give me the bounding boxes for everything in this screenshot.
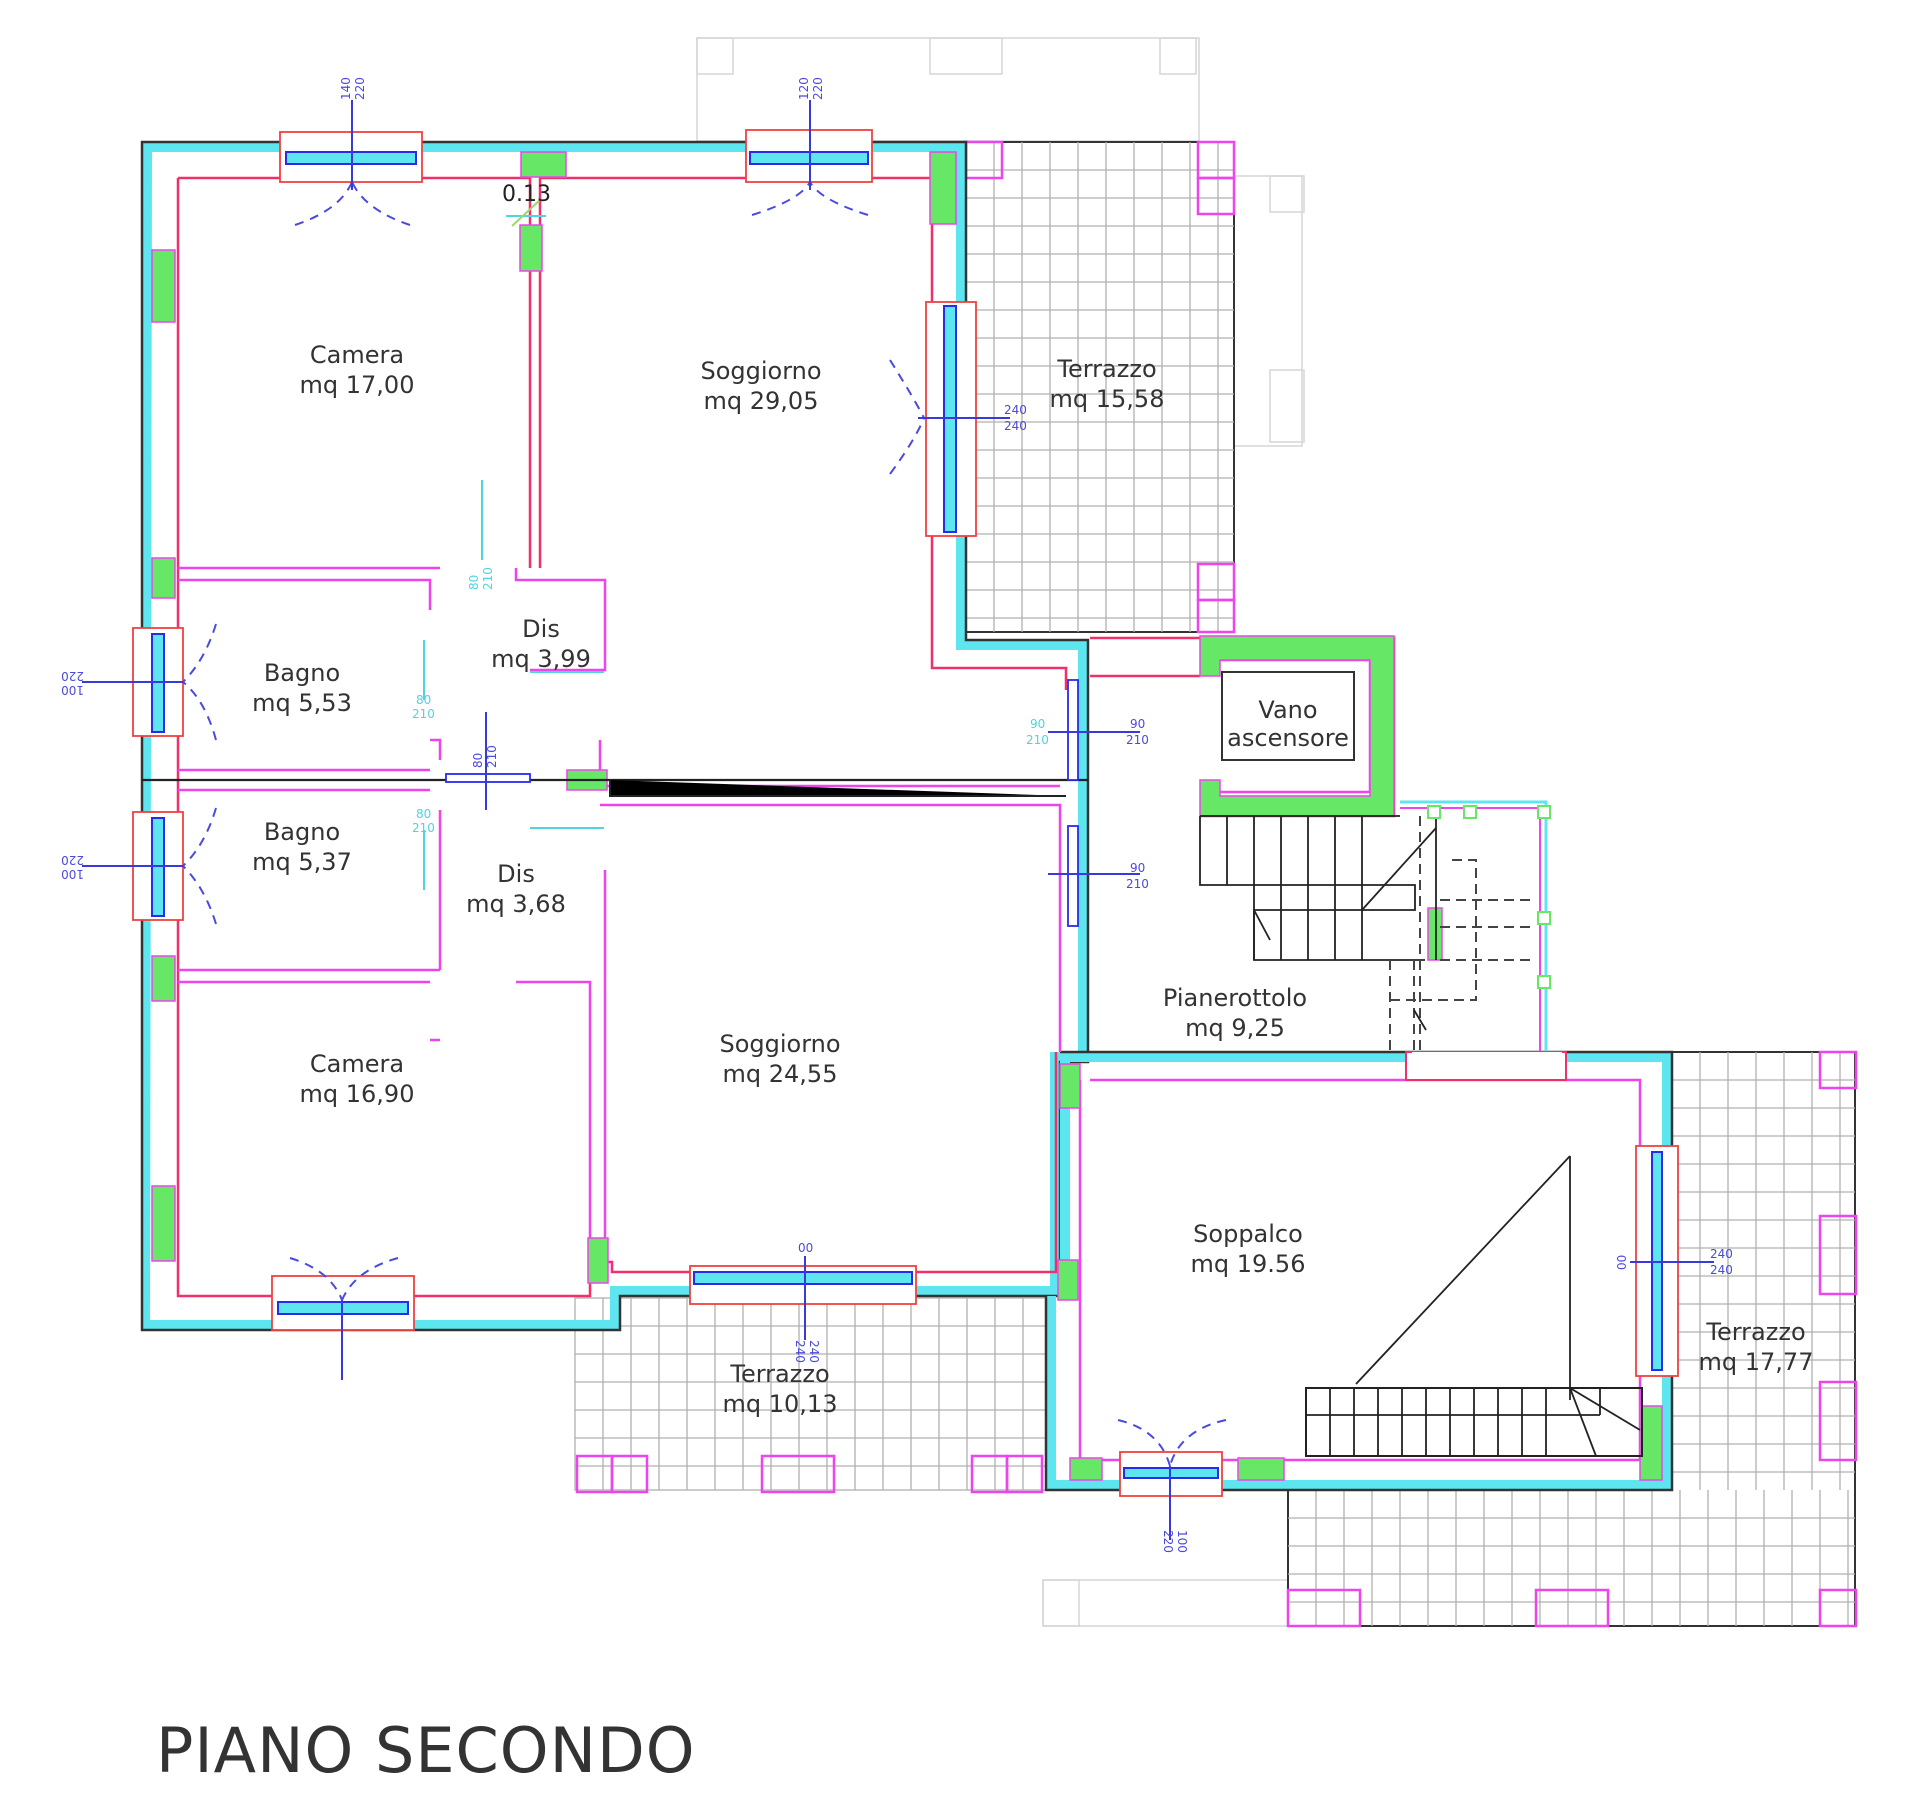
dim-sogg2-bottom-code: 00 [798,1241,813,1255]
dim-soppalco-side-h: 240 [1710,1263,1733,1277]
dim-camera-top-h: 220 [353,77,367,100]
room-soppalco-name: Soppalco [1193,1220,1303,1248]
dim-sogg-top-w: 120 [797,77,811,100]
room-bagno-1-name: Bagno [264,659,340,687]
dim-door-bagno1-h: 210 [412,707,435,721]
room-terrazzo-3-area: mq 17,77 [1699,1348,1814,1376]
dim-door-landing1-inner-h: 210 [1026,733,1049,747]
room-bagno-1-area: mq 5,53 [252,689,352,717]
room-dis-1-name: Dis [522,615,560,643]
dim-soppalco-side-w: 240 [1710,1247,1733,1261]
terrace-bottom-tiles [574,1297,1048,1494]
dim-door-landing1-h: 210 [1126,733,1149,747]
room-soggiorno-1-area: mq 29,05 [704,387,819,415]
dim-sogg2-bottom-h: 240 [807,1340,821,1363]
room-camera-1-area: mq 17,00 [300,371,415,399]
room-terrazzo-2-area: mq 10,13 [723,1390,838,1418]
windows [132,129,1679,1497]
room-soggiorno-1-name: Soggiorno [700,357,821,385]
room-soggiorno-2-area: mq 24,55 [723,1060,838,1088]
dim-door-bagno2-w: 80 [416,807,431,821]
room-pianerottolo-area: mq 9,25 [1185,1014,1285,1042]
room-dis-2-area: mq 3,68 [466,890,566,918]
dim-door-dis1-h: 210 [481,567,495,590]
room-terrazzo-2-name: Terrazzo [729,1360,829,1388]
dim-soppalco-bottom-w: 220 [1161,1530,1175,1553]
dim-door-mid-w: 80 [471,753,485,768]
dim-bagno2-h: 100 [61,867,84,881]
room-soggiorno-2-name: Soggiorno [719,1030,840,1058]
room-pianerottolo-name: Pianerottolo [1163,984,1307,1012]
room-terrazzo-3-name: Terrazzo [1705,1318,1805,1346]
room-camera-2-area: mq 16,90 [300,1080,415,1108]
elevator-shaft [1221,671,1355,761]
room-camera-2-name: Camera [310,1050,404,1078]
room-vano-ascensore-name: Vano [1258,696,1317,724]
dim-door-dis1-w: 80 [467,575,481,590]
dim-door-landing2-h: 210 [1126,877,1149,891]
plan-title: PIANO SECONDO [156,1714,696,1787]
room-bagno-2-name: Bagno [264,818,340,846]
dim-door-bagno1-w: 80 [416,693,431,707]
dim-door-landing1-inner-w: 90 [1030,717,1045,731]
dim-camera-top-w: 140 [339,77,353,100]
dim-sogg-side-w: 240 [1004,403,1027,417]
room-terrazzo-1-name: Terrazzo [1056,355,1156,383]
dim-sogg-top-h: 220 [811,77,825,100]
dim-sogg-side-h: 240 [1004,419,1027,433]
annotation-label: 0.13 [502,182,551,207]
dim-soppalco-side-code: 00 [1615,1255,1629,1270]
dim-sogg2-bottom-w: 240 [793,1340,807,1363]
dimension-lines [82,100,1714,1540]
dim-door-landing1-w: 90 [1130,717,1145,731]
dimension-labels: 140 220 120 220 240 240 220 100 220 100 … [61,77,1733,1553]
staircase-landing [1199,805,1567,1081]
dim-bagno1-w: 220 [61,669,84,683]
dim-soppalco-bottom-h: 100 [1175,1530,1189,1553]
room-labels: Camera mq 17,00 Soggiorno mq 29,05 Terra… [252,341,1813,1418]
staircase-soppalco [1305,1155,1643,1457]
room-soppalco-area: mq 19.56 [1191,1250,1306,1278]
terrace-top-tiles [964,140,1236,634]
opening-swings [182,181,1227,1467]
room-bagno-2-area: mq 5,37 [252,848,352,876]
dim-door-bagno2-h: 210 [412,821,435,835]
room-dis-1-area: mq 3,99 [491,645,591,673]
room-terrazzo-1-area: mq 15,58 [1050,385,1165,413]
room-vano-ascensore-area: ascensore [1227,724,1349,752]
dim-door-landing2-w: 90 [1130,861,1145,875]
room-dis-2-name: Dis [497,860,535,888]
room-camera-1-name: Camera [310,341,404,369]
dim-door-mid-h: 210 [485,745,499,768]
dim-bagno2-w: 220 [61,853,84,867]
center-partition [142,778,1088,797]
dim-bagno1-h: 100 [61,683,84,697]
